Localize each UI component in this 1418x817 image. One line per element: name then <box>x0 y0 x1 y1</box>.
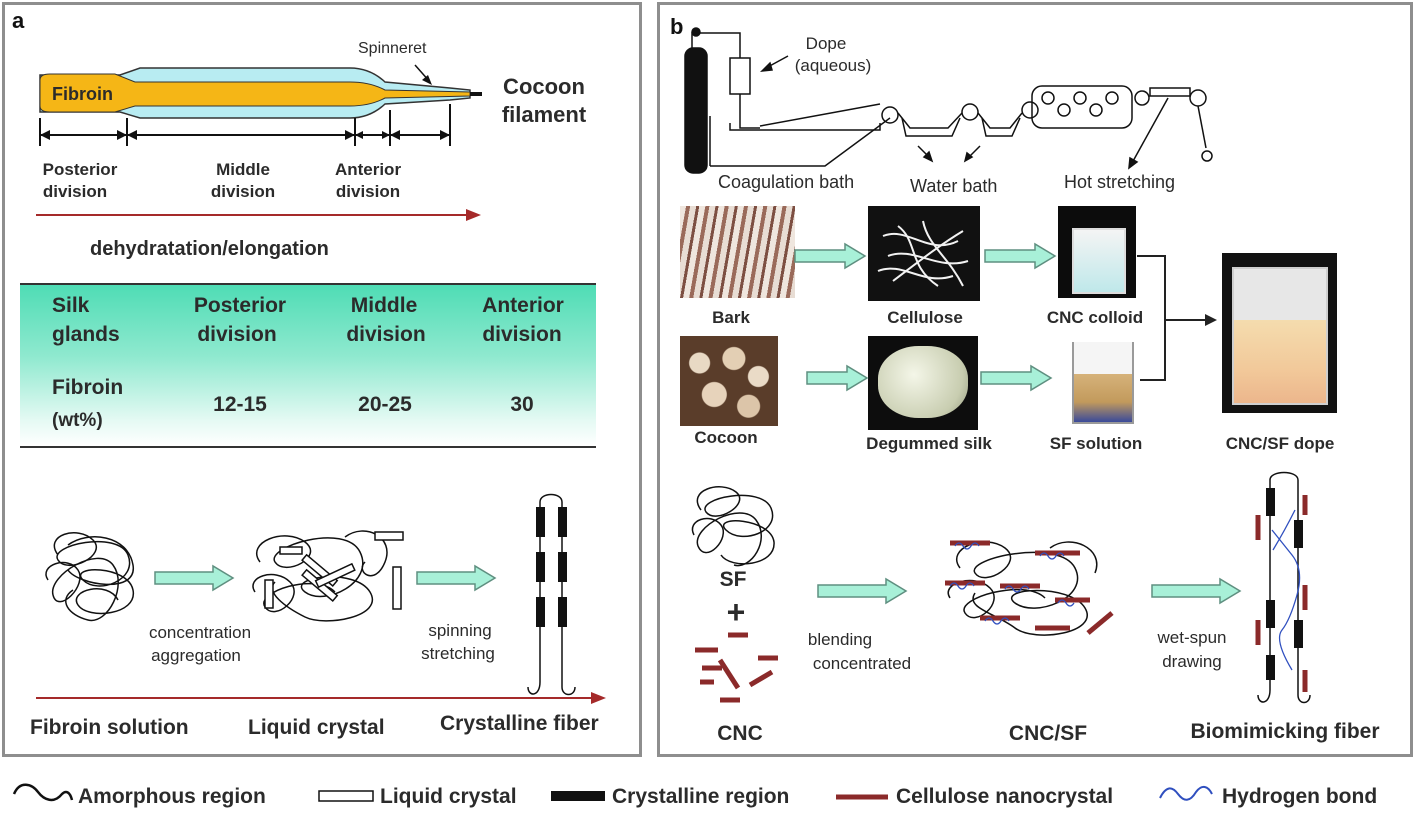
panel-a <box>2 2 642 757</box>
cellulose-photo <box>868 206 980 301</box>
table-header-4b: division <box>482 323 562 346</box>
fibroin-table <box>20 283 596 446</box>
sf-label: SF <box>719 568 747 591</box>
table-header-3b: division <box>346 323 426 346</box>
legend-liquid-crystal-label: Liquid crystal <box>380 785 517 808</box>
blend-step-label-2: concentrated <box>812 654 912 673</box>
stage-fibroin-solution: Fibroin solution <box>30 716 189 739</box>
legend-cellulose-icon <box>836 794 888 800</box>
biomimicking-fiber <box>1255 471 1311 704</box>
blend-step-label-1: blending <box>807 630 873 649</box>
middle-label-2: division <box>210 182 276 201</box>
crystalline-fiber <box>527 493 576 696</box>
legend-amorphous-icon <box>12 783 74 802</box>
sf-solution-beaker <box>1072 342 1134 424</box>
table-bottom-rule <box>20 446 596 448</box>
anterior-label-1: Anterior <box>334 160 402 179</box>
cnc-rods <box>695 632 778 703</box>
legend-crystalline-label: Crystalline region <box>612 785 790 808</box>
bark-photo <box>680 206 795 298</box>
coagulation-bath-label: Coagulation bath <box>718 172 855 192</box>
dope-label-2: (aqueous) <box>794 56 872 75</box>
water-bath-label: Water bath <box>910 176 998 196</box>
sf-coil <box>691 486 775 567</box>
sf-solution-label: SF solution <box>1049 434 1143 453</box>
table-header-3a: Middle <box>350 294 418 317</box>
table-header-2a: Posterior <box>193 294 287 317</box>
dehydration-arrow <box>36 209 481 221</box>
step2-label-1: spinning <box>428 621 492 640</box>
cnc-sf-dope-photo <box>1222 253 1337 413</box>
drawing-step-label-1: wet-spun <box>1157 628 1227 647</box>
dope-label-1: Dope <box>805 34 847 53</box>
table-row-label-2: (wt%) <box>52 410 103 431</box>
drawing-arrow <box>1151 577 1242 605</box>
cocoon-filament-label-1: Cocoon <box>503 74 585 99</box>
table-value-posterior: 12-15 <box>213 393 267 416</box>
degummed-silk-label: Degummed silk <box>866 434 992 453</box>
plus-label: + <box>726 594 746 630</box>
middle-label-1: Middle <box>216 160 270 179</box>
stage-liquid-crystal: Liquid crystal <box>248 716 385 739</box>
photo-flow-arrows <box>794 242 1217 392</box>
table-header-4a: Anterior <box>482 294 564 317</box>
dope-beaker <box>1232 267 1328 405</box>
legend-hydrogen-bond-icon <box>1159 786 1213 801</box>
process-label: dehydratation/elongation <box>90 238 329 260</box>
cnc-label: CNC <box>717 722 763 745</box>
sf-solution-photo <box>1066 334 1138 426</box>
table-row-label-1: Fibroin <box>52 376 124 399</box>
legend-crystalline-icon <box>551 791 605 801</box>
stage-timeline-arrow <box>36 692 606 704</box>
step1-label-2: aggregation <box>151 646 241 665</box>
step2-label-2: stretching <box>421 644 495 663</box>
legend-cellulose-label: Cellulose nanocrystal <box>896 785 1114 808</box>
cocoon-filament-label-2: filament <box>501 102 587 127</box>
legend-liquid-crystal-icon <box>318 790 374 802</box>
fibroin-label: Fibroin <box>52 84 113 104</box>
cnc-sf-label: CNC/SF <box>1008 722 1088 745</box>
table-header-1a: Silk <box>52 294 90 317</box>
anterior-label-2: division <box>335 182 401 201</box>
flow-arrow-1 <box>154 564 235 592</box>
silk-gland-diagram <box>39 64 482 146</box>
liquid-crystal-coil <box>252 530 404 622</box>
table-top-rule <box>20 283 596 285</box>
table-header-2b: division <box>197 323 277 346</box>
cnc-sf-blend <box>945 540 1114 636</box>
cnc-colloid-beaker <box>1072 228 1126 294</box>
biomimicking-fiber-label: Biomimicking fiber <box>1190 720 1380 743</box>
legend-hydrogen-bond-label: Hydrogen bond <box>1222 785 1378 808</box>
blend-arrow <box>817 577 908 605</box>
table-value-middle: 20-25 <box>358 393 412 416</box>
cnc-colloid-photo <box>1058 206 1136 298</box>
panel-a-label: a <box>12 8 25 33</box>
panel-b <box>657 2 1413 757</box>
cellulose-label: Cellulose <box>887 308 963 327</box>
cnc-colloid-label: CNC colloid <box>1046 308 1144 327</box>
fibroin-solution-coil <box>45 532 134 621</box>
table-header-1b: glands <box>52 323 120 346</box>
bark-label: Bark <box>712 308 750 327</box>
legend-amorphous-label: Amorphous region <box>78 785 266 808</box>
hot-stretching-label: Hot stretching <box>1064 172 1176 192</box>
cocoon-photo <box>680 336 778 426</box>
posterior-label-2: division <box>42 182 108 201</box>
panel-b-label: b <box>670 14 684 39</box>
flow-arrow-2 <box>416 564 497 592</box>
spinneret-label: Spinneret <box>358 40 427 57</box>
dope-photo-label: CNC/SF dope <box>1225 434 1335 453</box>
step1-label-1: concentration <box>148 623 252 642</box>
spinning-apparatus <box>684 27 1213 174</box>
cellulose-fibers <box>877 220 969 287</box>
degummed-silk-mass <box>878 346 968 418</box>
drawing-step-label-2: drawing <box>1162 652 1222 671</box>
cocoon-label: Cocoon <box>694 428 758 447</box>
posterior-label-1: Posterior <box>42 160 118 179</box>
degummed-silk-photo <box>868 336 978 430</box>
table-value-anterior: 30 <box>510 393 534 416</box>
stage-crystalline-fiber: Crystalline fiber <box>440 712 599 735</box>
